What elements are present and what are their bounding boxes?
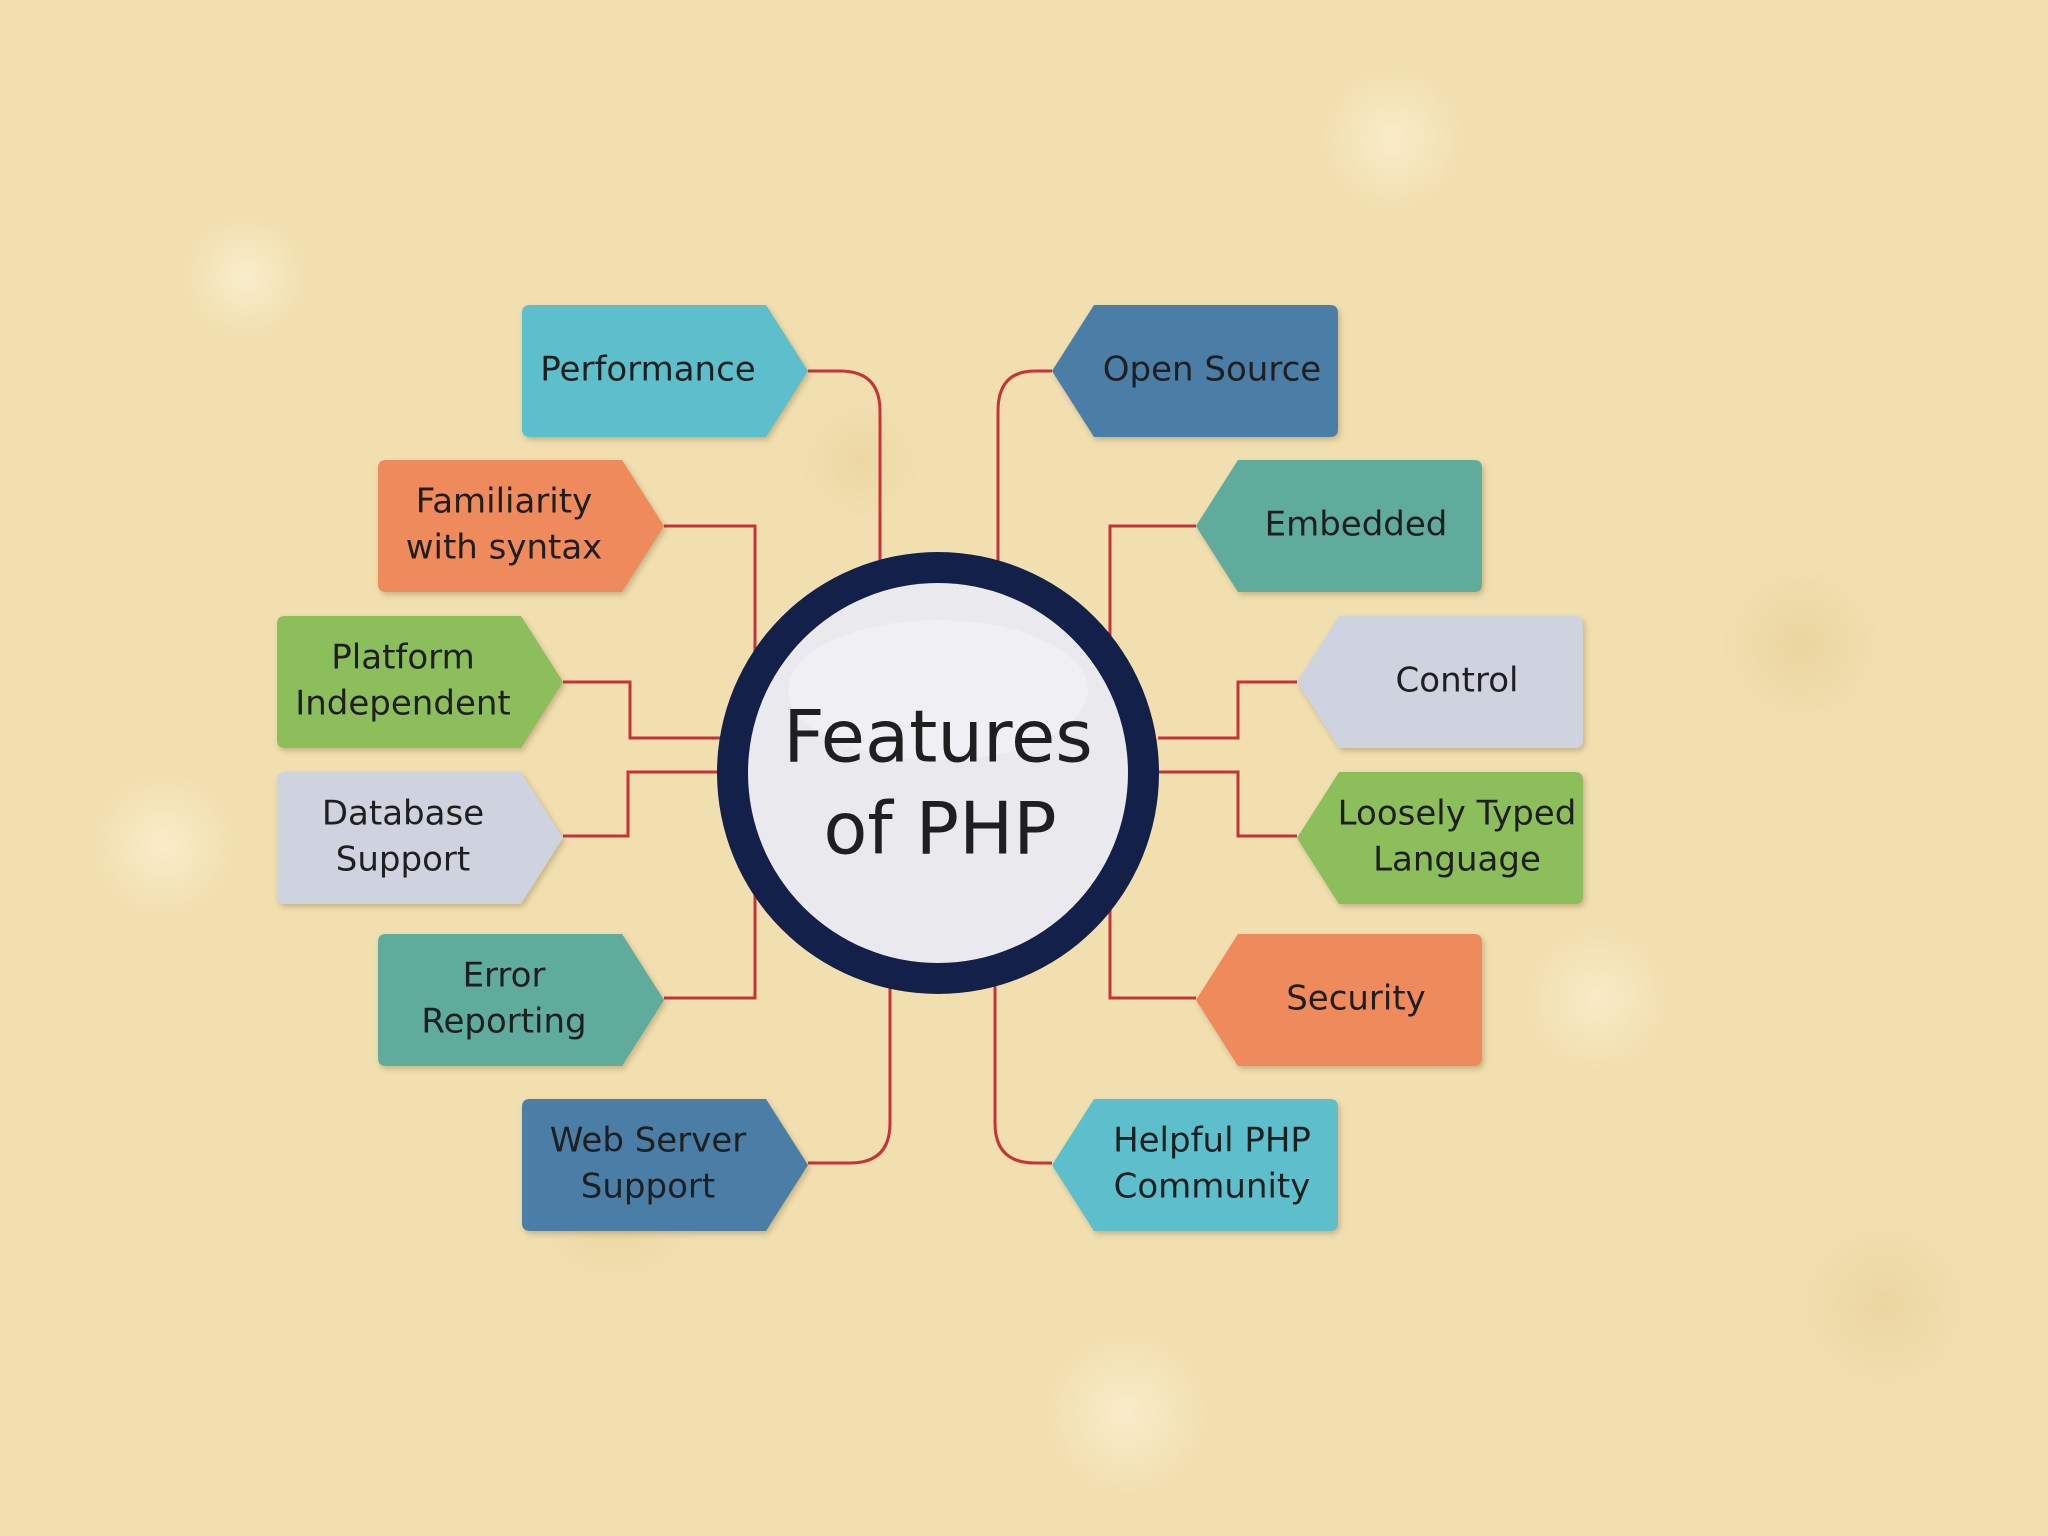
connector-security [1108, 895, 1196, 1000]
node-shape-loosely [1297, 772, 1583, 904]
connector-loosely [1158, 770, 1297, 838]
node-shape-community [1052, 1099, 1338, 1231]
connectors [563, 369, 1297, 1165]
node-label-database-1: Database [322, 794, 484, 834]
node-shape-error [378, 934, 664, 1066]
node-label-familiarity-1: Familiarity [416, 482, 592, 522]
node-label-webserver-2: Support [581, 1167, 715, 1207]
node-control: Control [1297, 616, 1583, 748]
node-label-loosely-1: Loosely Typed [1338, 794, 1577, 834]
center-hub: Features of PHP [717, 552, 1159, 994]
node-shape-performance [522, 305, 808, 437]
node-familiarity: Familiarity with syntax [378, 460, 664, 592]
node-shape-control [1297, 616, 1583, 748]
node-label-platform-2: Independent [295, 684, 511, 724]
node-community: Helpful PHP Community [1052, 1099, 1338, 1231]
center-inner-circle [748, 583, 1128, 963]
connector-embedded [1108, 524, 1196, 645]
connector-webserver [808, 968, 892, 1165]
node-label-opensource-1: Open Source [1103, 350, 1321, 390]
node-label-community-2: Community [1114, 1167, 1311, 1207]
connector-familiarity [664, 524, 757, 655]
connector-error [664, 880, 757, 1000]
connector-opensource [996, 369, 1052, 580]
node-shape-embedded [1196, 460, 1482, 592]
node-label-webserver-1: Web Server [550, 1121, 746, 1161]
center-highlight [788, 620, 1088, 760]
node-label-community-1: Helpful PHP [1113, 1121, 1311, 1161]
connector-control [1158, 680, 1297, 740]
node-label-loosely-2: Language [1373, 840, 1541, 880]
node-label-platform-1: Platform [331, 638, 474, 678]
node-shape-database [277, 772, 563, 904]
node-label-error-1: Error [463, 956, 546, 996]
node-label-security-1: Security [1286, 979, 1426, 1019]
node-label-embedded-1: Embedded [1265, 505, 1448, 545]
connector-platform [563, 680, 720, 740]
center-title-line1: Features [783, 695, 1093, 779]
node-label-familiarity-2: with syntax [406, 528, 603, 568]
center-title-line2: of PHP [823, 787, 1056, 871]
connector-performance [808, 369, 882, 580]
node-shape-security [1196, 934, 1482, 1066]
node-label-error-2: Reporting [421, 1002, 586, 1042]
node-security: Security [1196, 934, 1482, 1066]
node-label-performance-1: Performance [540, 350, 755, 390]
node-shape-platform [277, 616, 563, 748]
node-embedded: Embedded [1196, 460, 1482, 592]
node-opensource: Open Source [1052, 305, 1338, 437]
node-shape-familiarity [378, 460, 664, 592]
node-label-control-1: Control [1396, 661, 1519, 701]
node-shape-webserver [522, 1099, 808, 1231]
connector-database [563, 770, 720, 838]
node-shape-opensource [1052, 305, 1338, 437]
connector-community [993, 968, 1052, 1165]
node-performance: Performance [522, 305, 808, 437]
node-label-database-2: Support [336, 840, 470, 880]
